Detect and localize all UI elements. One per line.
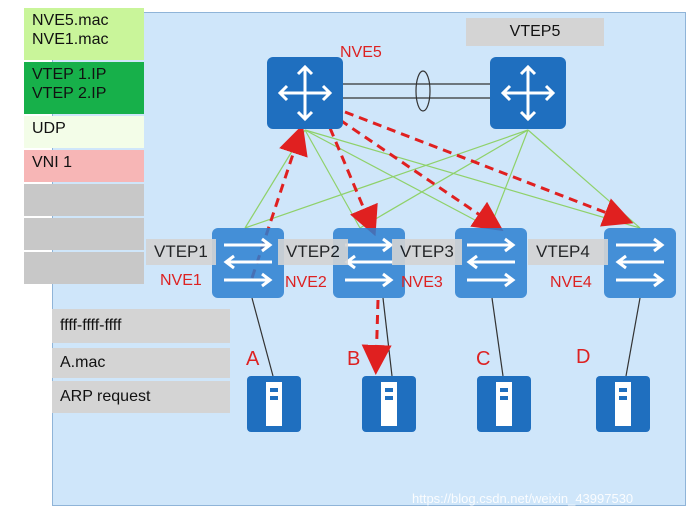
- leaf-switch-nve3-icon: [455, 228, 527, 298]
- arrow-nve2-to-host-b: [361, 299, 392, 375]
- arrow-nve5-to-nve2: [328, 127, 378, 237]
- leaf-switch-nve4-icon: [604, 228, 676, 298]
- header-field: [24, 252, 144, 284]
- spine-switch-vtep5-icon: [490, 57, 566, 129]
- spine-peer-links: [343, 70, 490, 112]
- host-c-label: C: [476, 348, 491, 370]
- nve5-label: NVE5: [340, 44, 382, 61]
- host-b-label: B: [347, 348, 361, 370]
- host-a-label: A: [246, 348, 260, 370]
- underlay-link: [359, 129, 529, 229]
- nve1-label: NVE1: [160, 272, 202, 289]
- vtep5-label: VTEP5: [466, 18, 604, 46]
- spine-switch-nve5-icon: [267, 57, 343, 129]
- underlay-links: [244, 129, 641, 229]
- vtep1-label: VTEP1: [146, 239, 216, 265]
- underlay-link: [244, 129, 529, 229]
- host-a-server-icon: [247, 376, 301, 432]
- vtep2-label: VTEP2: [278, 239, 348, 265]
- arrow-nve5-to-nve3: [339, 118, 504, 232]
- nve2-label: NVE2: [285, 274, 327, 291]
- host-b-server-icon: [362, 376, 416, 432]
- underlay-link: [489, 129, 529, 229]
- header-field: UDP: [24, 116, 144, 148]
- underlay-link: [304, 129, 641, 229]
- vtep4-label: VTEP4: [528, 239, 608, 265]
- arp-dest-mac: ffff-ffff-ffff: [52, 309, 230, 343]
- arp-type: ARP request: [52, 381, 230, 413]
- host-d-server-icon: [596, 376, 650, 432]
- underlay-link: [304, 129, 491, 229]
- arrow-nve5-to-nve4: [344, 110, 634, 227]
- arrow-nve1-to-nve5: [250, 124, 308, 279]
- header-field: NVE5.mac NVE1.mac: [24, 8, 144, 60]
- arp-src-mac: A.mac: [52, 348, 230, 378]
- traffic-arrows: [250, 110, 634, 375]
- header-field: [24, 184, 144, 216]
- host-c-server-icon: [477, 376, 531, 432]
- leaf-switch-nve1-icon: [212, 228, 284, 298]
- vtep3-label: VTEP3: [392, 239, 462, 265]
- watermark: https://blog.csdn.net/weixin_43997530: [412, 491, 634, 506]
- nve4-label: NVE4: [550, 274, 592, 291]
- nve3-label: NVE3: [401, 274, 443, 291]
- underlay-link: [527, 129, 641, 229]
- host-d-label: D: [576, 346, 591, 368]
- header-field: VTEP 1.IP VTEP 2.IP: [24, 62, 144, 114]
- header-field: [24, 218, 144, 250]
- leaf-switches: [212, 228, 676, 298]
- hosts: [247, 376, 650, 432]
- header-field: VNI 1: [24, 150, 144, 182]
